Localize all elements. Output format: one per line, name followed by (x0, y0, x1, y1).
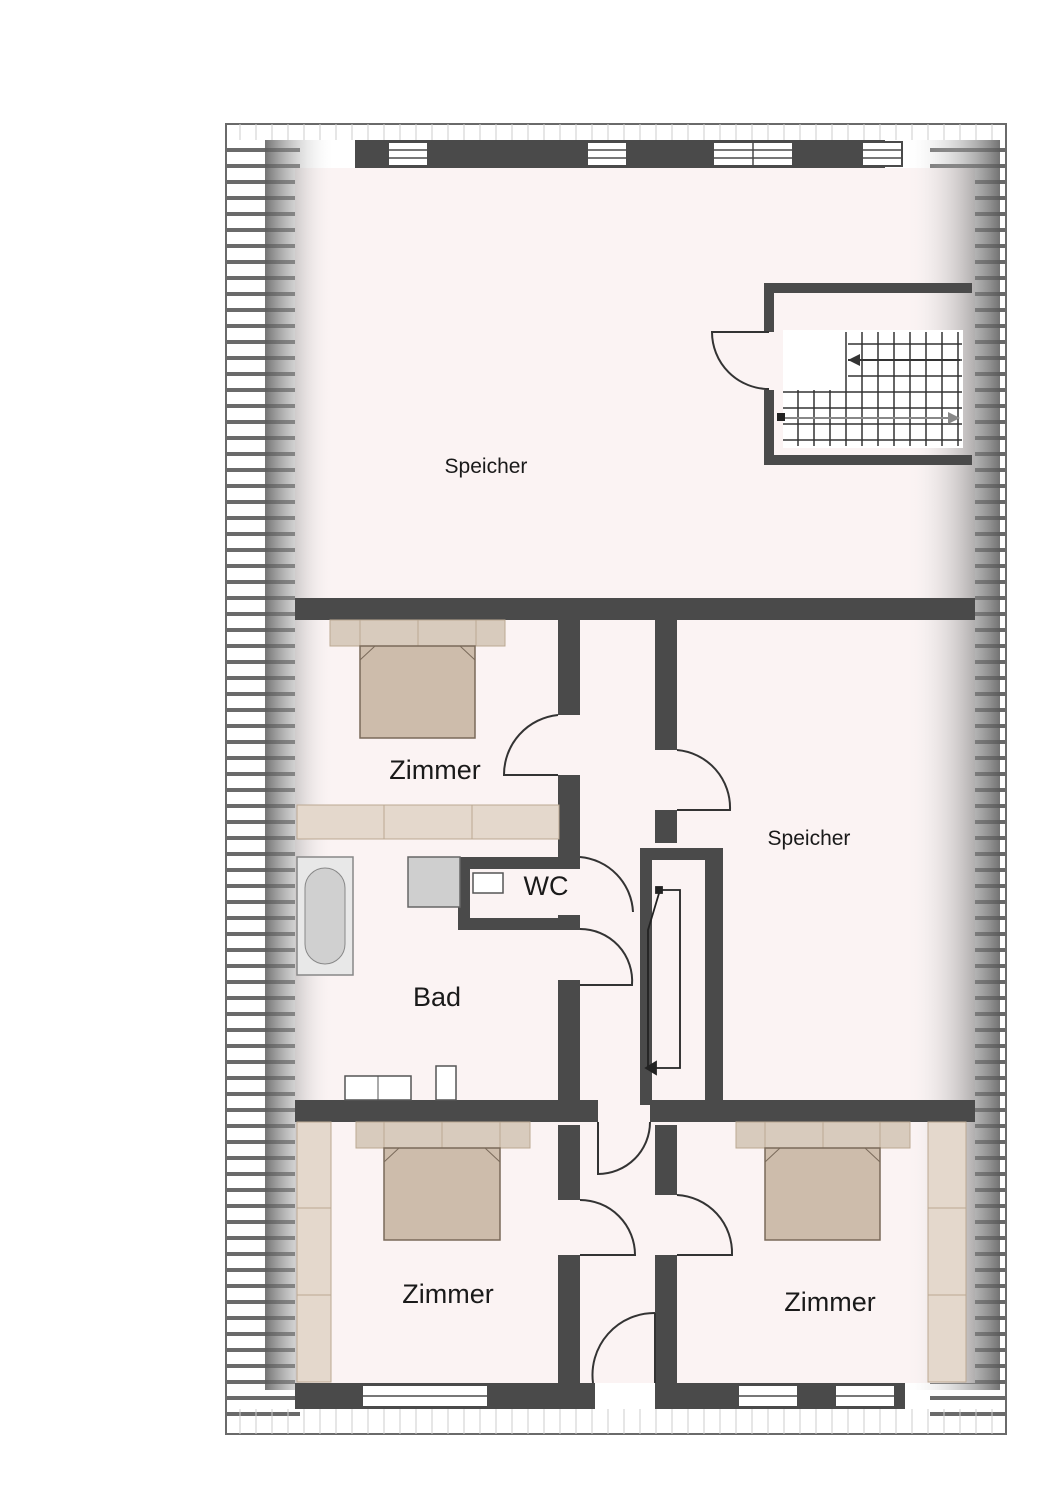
room-label-zimmer-lower-right: Zimmer (784, 1287, 875, 1317)
room-label-wc: WC (524, 871, 569, 901)
corridor-stair (644, 886, 681, 1076)
room-label-speicher-top: Speicher (445, 455, 528, 478)
wc-sink (472, 872, 504, 894)
room-label-speicher-right: Speicher (768, 827, 851, 850)
interior-walls (295, 598, 975, 1383)
staircase (710, 283, 972, 465)
room-label-zimmer-lower-left: Zimmer (402, 1279, 493, 1309)
shower (407, 856, 461, 908)
door-swings (502, 714, 734, 1384)
room-label-bad: Bad (413, 982, 461, 1012)
room-label-zimmer-upper-left: Zimmer (389, 755, 480, 785)
bed-lower-right (735, 1121, 911, 1241)
top-wall (355, 140, 903, 168)
bathtub (296, 856, 354, 976)
wardrobe-lower-right (927, 1121, 967, 1383)
wardrobe-lower-left (296, 1121, 332, 1383)
bed-upper-left (329, 619, 506, 739)
bath-sinks (344, 1065, 457, 1101)
cabinet-strip (296, 804, 560, 840)
bed-lower-left (355, 1121, 531, 1241)
bottom-wall (295, 1383, 905, 1409)
